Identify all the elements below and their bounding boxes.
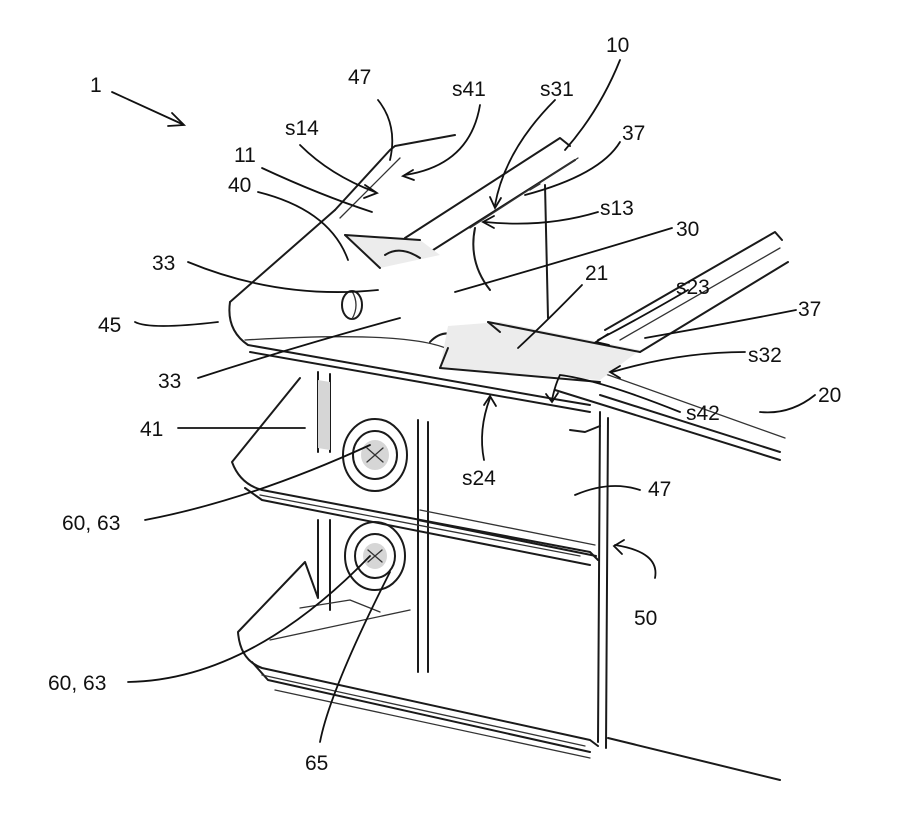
- leader-11: [262, 168, 372, 212]
- label-47-side: 47: [648, 478, 671, 501]
- label-s24: s24: [462, 467, 496, 490]
- label-33-lower: 33: [158, 370, 181, 393]
- fastener-lower: [345, 522, 405, 590]
- label-11: 11: [234, 144, 256, 167]
- leader-37a: [525, 142, 620, 195]
- label-50: 50: [634, 607, 657, 630]
- leader-6063b: [128, 556, 370, 682]
- label-47-top: 47: [348, 66, 371, 89]
- leader-s41: [405, 105, 480, 175]
- label-s14: s14: [285, 117, 319, 140]
- structure-drawing: [229, 135, 788, 780]
- label-s32: s32: [748, 344, 782, 367]
- leader-33b: [198, 318, 400, 378]
- rail-10: [405, 138, 578, 318]
- leader-37b: [645, 310, 796, 338]
- leader-s13: [485, 212, 598, 224]
- slot-pocket-11: [345, 235, 440, 268]
- label-33-upper: 33: [152, 252, 175, 275]
- leader-6063a: [145, 445, 370, 520]
- arrowhead-s24: [484, 396, 496, 406]
- leader-33a: [188, 262, 378, 292]
- label-37-top: 37: [622, 122, 645, 145]
- label-65: 65: [305, 752, 328, 775]
- label-1: 1: [90, 74, 102, 97]
- label-s23: s23: [676, 276, 710, 299]
- fastener-upper: [343, 419, 407, 491]
- label-21: 21: [585, 262, 608, 285]
- leader-10: [565, 60, 620, 150]
- label-s41: s41: [452, 78, 486, 101]
- label-10: 10: [606, 34, 629, 57]
- reference-labels: 1 47 s41 s31 10 s14 37 11 40 s13 30 33 2…: [48, 34, 841, 775]
- leader-45: [135, 322, 218, 326]
- label-60-63-upper: 60, 63: [62, 512, 120, 535]
- label-45: 45: [98, 314, 121, 337]
- leader-50: [615, 545, 656, 578]
- label-60-63-lower: 60, 63: [48, 672, 106, 695]
- leader-30: [455, 228, 672, 292]
- upper-foot: [232, 378, 598, 565]
- label-s42: s42: [686, 402, 720, 425]
- leader-40: [258, 192, 348, 260]
- label-40: 40: [228, 174, 251, 197]
- label-30: 30: [676, 218, 699, 241]
- leader-lines: [112, 60, 815, 742]
- label-20: 20: [818, 384, 841, 407]
- leader-20: [760, 395, 815, 412]
- leader-1: [112, 92, 182, 124]
- label-s13: s13: [600, 197, 634, 220]
- label-41: 41: [140, 418, 163, 441]
- label-s31: s31: [540, 78, 574, 101]
- leader-s24: [482, 398, 490, 460]
- label-37-right: 37: [798, 298, 821, 321]
- leader-s14: [300, 145, 375, 192]
